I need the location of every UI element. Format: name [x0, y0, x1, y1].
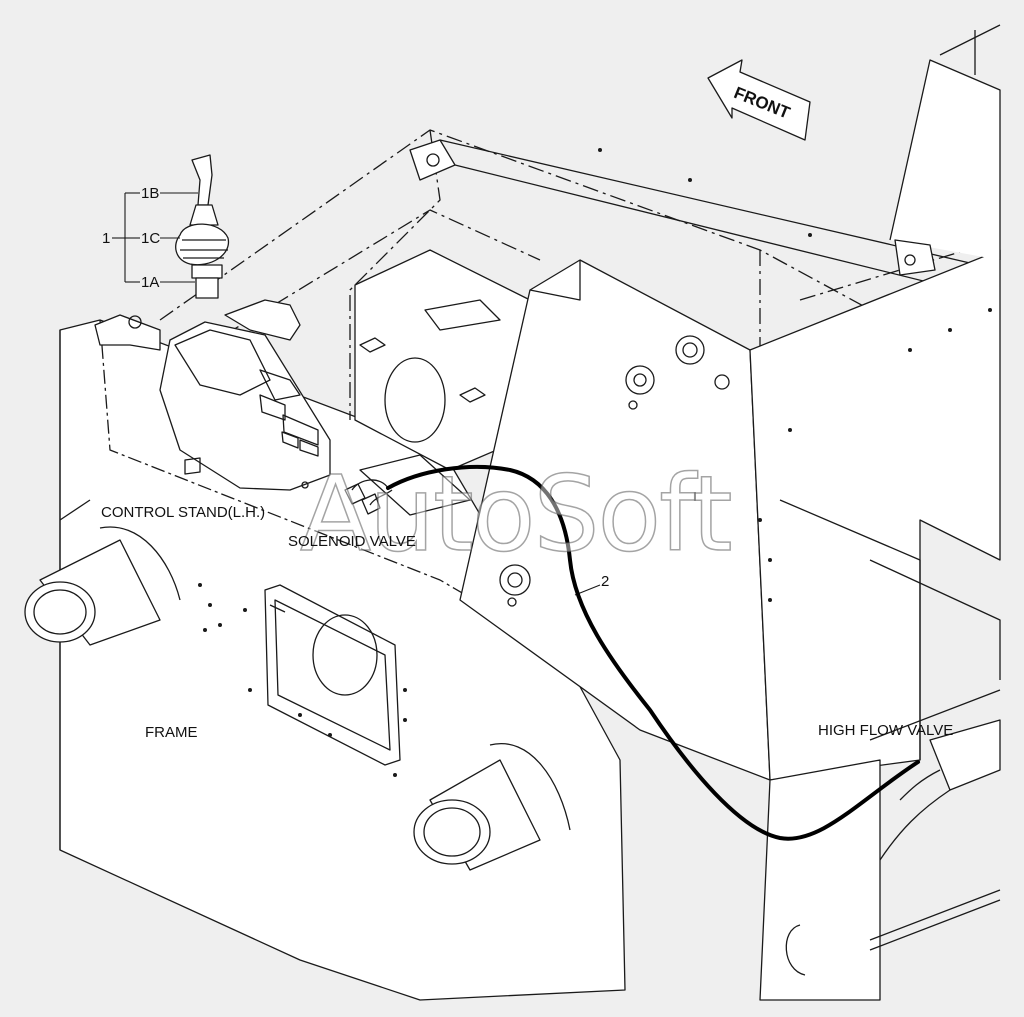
callout-1a: 1A [141, 274, 160, 291]
center-upright-panel [459, 259, 771, 781]
solenoid-valve-connector [344, 479, 393, 515]
callout-1b: 1B [141, 185, 160, 202]
solenoid-mount-pad [359, 454, 471, 516]
watermark-text: AutoSoft [299, 453, 733, 575]
front-arrow [707, 59, 811, 141]
callout-1: 1 [102, 230, 111, 247]
axle-tube-rear [413, 742, 571, 871]
callout-1c: 1C [141, 230, 161, 247]
axle-tube-front [24, 526, 181, 646]
wire-harness [386, 464, 920, 841]
upper-right-gusset [889, 24, 1001, 276]
label-high-flow-valve: HIGH FLOW VALVE [818, 722, 954, 739]
label-solenoid-valve: SOLENOID VALVE [288, 533, 416, 550]
label-control-stand: CONTROL STAND(L.H.) [101, 504, 266, 521]
stand-bracket [94, 314, 161, 351]
label-frame: FRAME [145, 724, 198, 741]
frame-right-plate [749, 249, 1001, 781]
control-stand-lh [159, 321, 331, 491]
lower-right-pocket [759, 759, 1001, 1001]
frame-rivets [198, 148, 992, 777]
high-flow-valve [879, 719, 1001, 861]
part-1-bracket [112, 192, 198, 283]
armrest [224, 299, 301, 341]
frame-access-opening [264, 584, 401, 766]
callout-2: 2 [601, 573, 610, 590]
inner-mount-plate [354, 249, 531, 471]
joystick-assembly [175, 154, 229, 299]
